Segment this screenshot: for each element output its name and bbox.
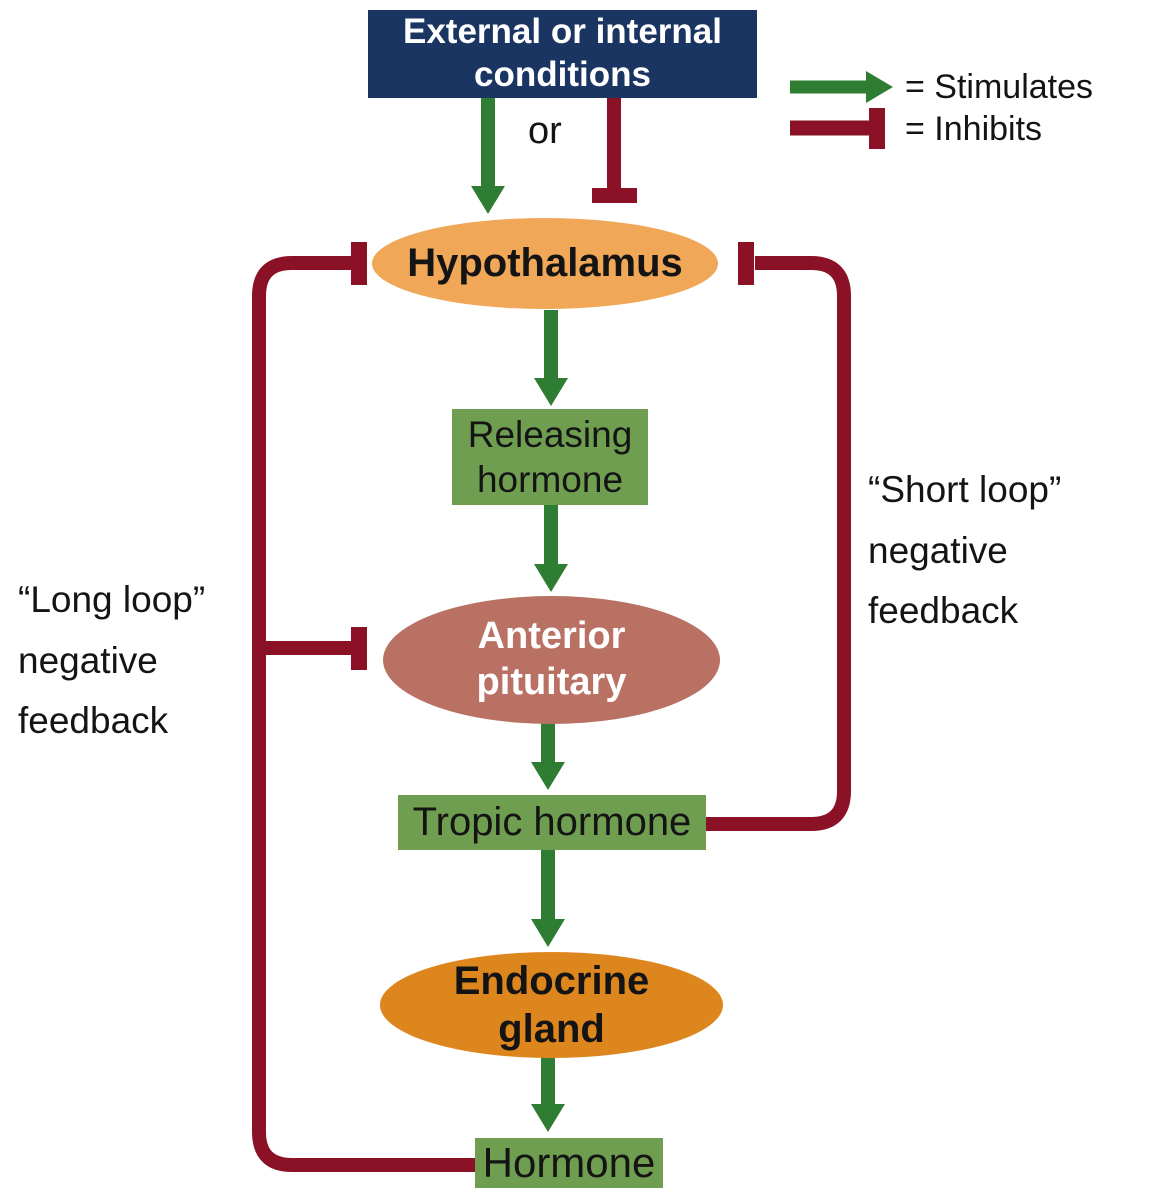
node-label: Anterior pituitary	[476, 615, 627, 703]
node-hypothalamus: Hypothalamus	[372, 218, 718, 309]
short-loop-feedback-label: “Short loop” negative feedback	[868, 469, 1062, 632]
node-tropic-hormone: Tropic hormone	[398, 795, 706, 850]
node-endocrine-gland: Endocrine gland	[380, 952, 723, 1058]
stimulate-arrowhead-icon	[531, 762, 565, 790]
node-releasing-hormone: Releasing hormone	[452, 409, 648, 505]
long-loop-line	[252, 256, 477, 1172]
node-label: Hormone	[482, 1139, 656, 1187]
node-label: Tropic hormone	[412, 800, 692, 845]
inhibit-tbar-icon	[592, 188, 637, 203]
stimulate-arrowhead-icon	[534, 564, 568, 592]
inhibit-tbar-icon	[351, 627, 367, 670]
legend-inhibits-tbar-icon	[869, 108, 885, 149]
inhibit-tbar-icon	[351, 242, 367, 285]
node-label: Releasing hormone	[467, 413, 633, 500]
node-external-internal-conditions: External or internal conditions	[368, 10, 757, 98]
legend-inhibits-label: = Inhibits	[905, 110, 1043, 148]
node-label: Endocrine gland	[453, 959, 650, 1051]
inhibit-connectors	[252, 98, 851, 1172]
legend-icons	[790, 71, 893, 149]
inhibit-tbar-icon	[738, 242, 754, 285]
or-label: or	[528, 110, 562, 152]
stimulate-arrowhead-icon	[471, 186, 505, 214]
long-loop-feedback-label: “Long loop” negative feedback	[18, 579, 206, 742]
stimulate-arrowhead-icon	[531, 919, 565, 947]
node-label: External or internal conditions	[403, 12, 722, 94]
node-label: Hypothalamus	[407, 241, 683, 285]
stimulate-arrowhead-icon	[531, 1104, 565, 1132]
legend-stimulates-arrowhead-icon	[866, 71, 893, 103]
short-loop-line	[706, 256, 851, 831]
legend-stimulates-label: = Stimulates	[905, 68, 1094, 106]
stimulate-arrowhead-icon	[534, 378, 568, 406]
node-anterior-pituitary: Anterior pituitary	[383, 596, 720, 724]
node-hormone: Hormone	[475, 1138, 663, 1188]
